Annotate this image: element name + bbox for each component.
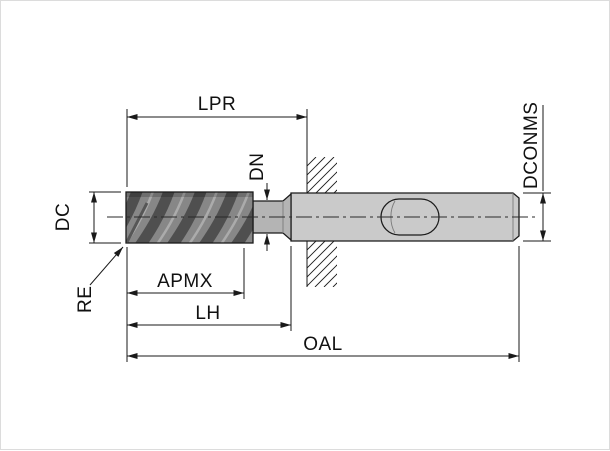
dimension-lpr: LPR (127, 94, 308, 157)
dim-label-dc: DC (53, 203, 74, 231)
flute-highlight (188, 192, 219, 243)
end-tooth-edge (126, 202, 149, 243)
flute-groove (167, 192, 207, 243)
flute-top-shade (126, 192, 253, 197)
flute-highlight (156, 192, 187, 243)
dim-label-dn: DN (247, 153, 268, 181)
dim-label-apmx: APMX (157, 271, 213, 292)
dimension-lh: LH (127, 246, 292, 331)
flute-groove (135, 192, 175, 243)
dimension-dc: DC (53, 191, 121, 244)
flute-highlight (220, 192, 251, 243)
hatch-lines-top (307, 157, 337, 193)
wall-hatching (306, 157, 337, 287)
dim-label-re: RE (75, 286, 96, 313)
flute-groove (231, 205, 253, 243)
dim-label-dconms: DCONMS (521, 102, 542, 189)
dimension-apmx: APMX (127, 248, 245, 299)
dimension-dconms: DCONMS (521, 102, 551, 242)
flute-groove (199, 192, 239, 243)
hatch-lines-bottom (307, 241, 337, 287)
dim-label-oal: OAL (303, 334, 343, 355)
dim-label-lh: LH (195, 303, 220, 324)
dimension-dn: DN (247, 153, 270, 251)
dim-label-lpr: LPR (198, 94, 236, 115)
leader-line-re (89, 246, 124, 286)
dimension-oal: OAL (127, 246, 520, 362)
dimension-re: RE (75, 246, 124, 313)
cutting-flutes (125, 191, 254, 244)
